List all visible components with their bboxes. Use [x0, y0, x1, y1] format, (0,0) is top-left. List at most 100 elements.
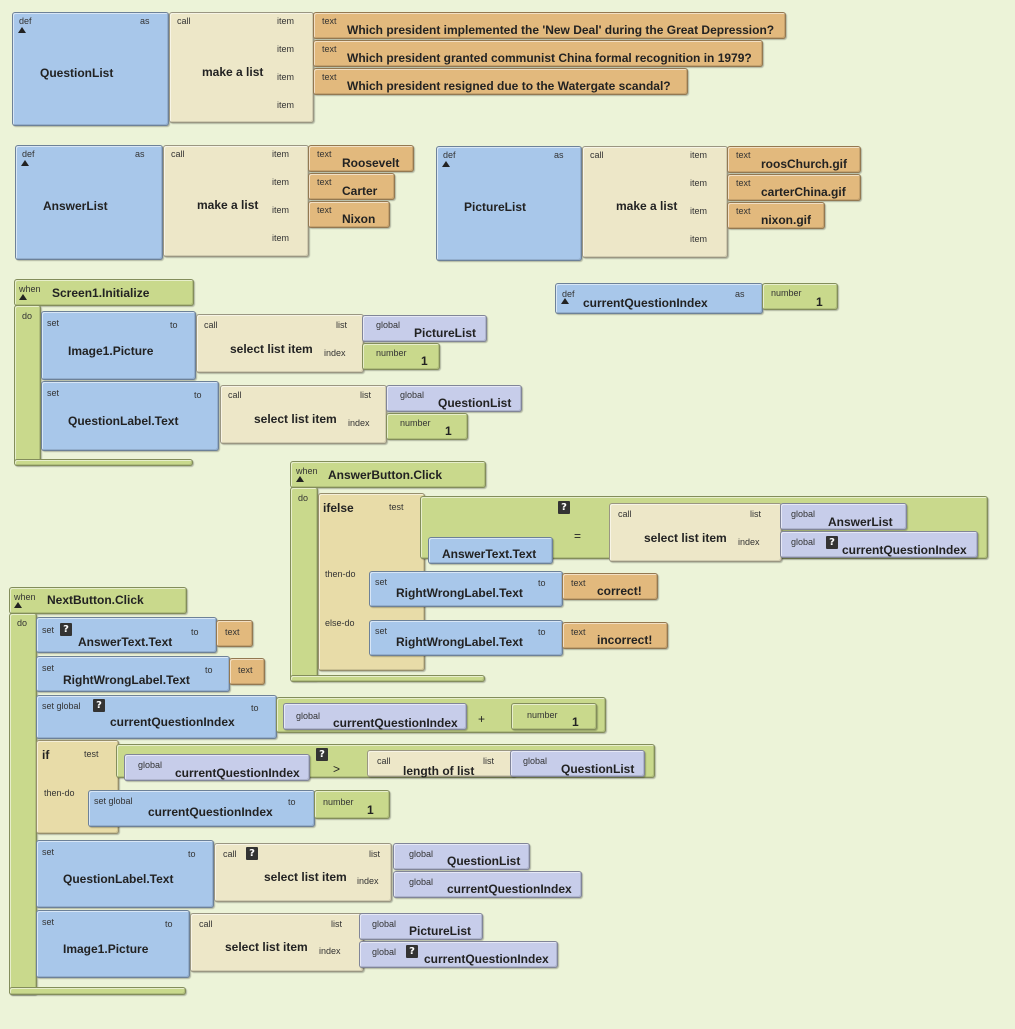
make-list-label: make a list — [197, 198, 259, 212]
text-block[interactable] — [308, 145, 414, 172]
set-global-currentquestionindex-block[interactable] — [36, 695, 277, 739]
length-of-list-block[interactable] — [367, 750, 516, 777]
item-socket-label: item — [277, 100, 295, 110]
event-footer — [9, 987, 186, 995]
do-keyword: do — [22, 311, 33, 321]
set-image1-picture-block[interactable] — [41, 311, 196, 380]
text-block[interactable] — [308, 173, 395, 200]
help-question-icon[interactable]: ? — [93, 699, 105, 712]
text-value: nixon.gif — [761, 213, 811, 227]
number-block[interactable] — [386, 413, 468, 440]
index-socket-label: index — [348, 418, 370, 428]
global-keyword: global — [376, 320, 401, 330]
answertext-getter-block[interactable] — [428, 537, 553, 564]
help-question-icon[interactable]: ? — [826, 536, 838, 549]
make-list-label: make a list — [616, 199, 678, 213]
call-keyword: call — [377, 756, 391, 766]
select-list-item-block[interactable] — [190, 913, 364, 972]
event-screen1-initialize-header[interactable] — [14, 279, 194, 306]
number-block[interactable] — [762, 283, 838, 310]
help-question-icon[interactable]: ? — [406, 945, 418, 958]
global-name: currentQuestionIndex — [842, 543, 967, 557]
global-getter-block[interactable] — [780, 531, 978, 558]
text-block[interactable] — [727, 146, 861, 173]
def-currentquestionindex-block[interactable] — [555, 283, 763, 314]
global-getter-block[interactable] — [393, 871, 582, 898]
global-getter-block[interactable] — [283, 703, 467, 730]
set-rightwronglabel-text-block[interactable] — [36, 656, 230, 692]
when-keyword: when — [14, 592, 36, 602]
set-target: QuestionLabel.Text — [63, 872, 174, 886]
help-question-icon[interactable]: ? — [246, 847, 258, 860]
global-getter-block[interactable] — [393, 843, 530, 870]
set-questionlabel-text-block[interactable] — [36, 840, 214, 908]
global-getter-block[interactable] — [359, 941, 558, 968]
text-block[interactable] — [313, 68, 688, 95]
text-block[interactable] — [313, 12, 786, 39]
def-picturelist-block[interactable] — [436, 146, 582, 261]
event-nextbutton-click-header[interactable] — [9, 587, 187, 614]
text-value: Carter — [342, 184, 378, 198]
text-keyword: text — [571, 578, 586, 588]
set-global-currentquestionindex-block[interactable] — [88, 790, 315, 827]
select-list-item-block[interactable] — [220, 385, 387, 444]
event-name: Screen1.Initialize — [52, 286, 150, 300]
to-keyword: to — [205, 665, 213, 675]
call-keyword: call — [228, 390, 242, 400]
help-question-icon[interactable]: ? — [316, 748, 328, 761]
text-keyword: text — [317, 205, 332, 215]
global-name: AnswerList — [828, 515, 893, 529]
set-rightwronglabel-text-block[interactable] — [369, 620, 563, 656]
text-keyword: text — [322, 44, 337, 54]
set-rightwronglabel-text-block[interactable] — [369, 571, 563, 607]
set-image1-picture-block[interactable] — [36, 910, 190, 978]
variable-name: currentQuestionIndex — [583, 296, 708, 310]
global-getter-block[interactable] — [780, 503, 907, 530]
global-getter-block[interactable] — [386, 385, 522, 412]
set-keyword: set — [375, 577, 388, 587]
global-name: QuestionList — [561, 762, 635, 776]
text-block[interactable] — [313, 40, 763, 67]
text-block[interactable] — [562, 573, 658, 600]
set-target: RightWrongLabel.Text — [396, 635, 523, 649]
global-name: currentQuestionIndex — [333, 716, 458, 730]
collapse-triangle-icon[interactable] — [21, 160, 29, 166]
number-block[interactable] — [362, 343, 440, 370]
collapse-triangle-icon[interactable] — [19, 294, 27, 300]
collapse-triangle-icon[interactable] — [296, 476, 304, 482]
global-getter-block[interactable] — [510, 750, 645, 777]
event-answerbutton-click-header[interactable] — [290, 461, 486, 488]
text-block[interactable] — [229, 658, 265, 685]
help-question-icon[interactable]: ? — [60, 623, 72, 636]
select-list-item-block[interactable] — [214, 843, 392, 902]
text-block[interactable] — [727, 202, 825, 229]
to-keyword: to — [194, 390, 202, 400]
global-getter-block[interactable] — [124, 754, 310, 781]
collapse-triangle-icon[interactable] — [561, 298, 569, 304]
to-keyword: to — [288, 797, 296, 807]
collapse-triangle-icon[interactable] — [14, 602, 22, 608]
def-answerlist-block[interactable] — [15, 145, 163, 260]
help-question-icon[interactable]: ? — [558, 501, 570, 514]
collapse-triangle-icon[interactable] — [442, 161, 450, 167]
global-getter-block[interactable] — [359, 913, 483, 940]
text-block[interactable] — [727, 174, 861, 201]
list-socket-label: list — [360, 390, 371, 400]
make-list-block[interactable] — [169, 12, 314, 123]
make-list-block[interactable] — [582, 146, 728, 258]
set-questionlabel-text-block[interactable] — [41, 381, 219, 451]
number-block[interactable] — [314, 790, 390, 819]
global-getter-block[interactable] — [362, 315, 487, 342]
func-label: length of list — [403, 764, 475, 778]
collapse-triangle-icon[interactable] — [18, 27, 26, 33]
select-list-item-block[interactable] — [196, 314, 364, 373]
text-block[interactable] — [216, 620, 253, 647]
def-questionlist-block[interactable] — [12, 12, 169, 126]
text-block[interactable] — [562, 622, 668, 649]
text-block[interactable] — [308, 201, 390, 228]
func-label: select list item — [644, 531, 727, 545]
number-block[interactable] — [511, 703, 597, 730]
make-list-block[interactable] — [163, 145, 309, 257]
to-keyword: to — [251, 703, 259, 713]
